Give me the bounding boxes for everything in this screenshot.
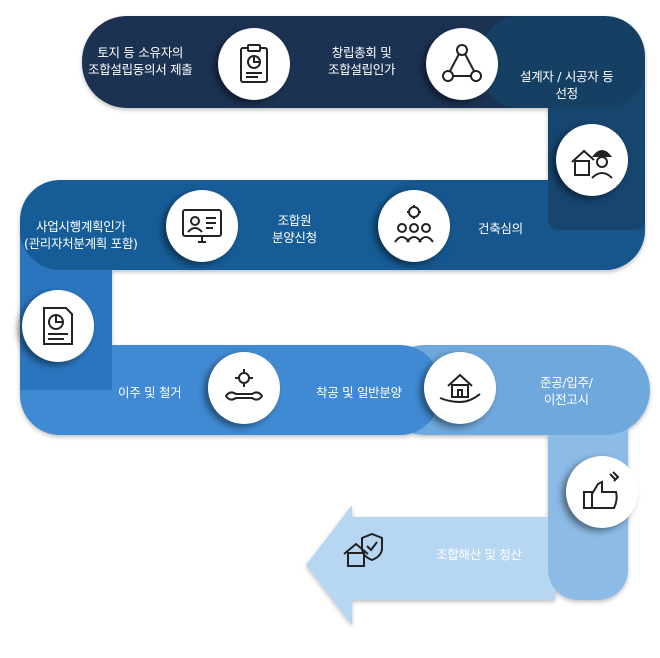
road-segment-row-1-right [480, 16, 645, 108]
step-9-label: 준공/입주/이전고시 [540, 375, 593, 407]
wrench-gear-icon [208, 352, 280, 424]
architect-house-icon [556, 124, 628, 196]
documents-chart-icon [22, 290, 94, 362]
monitor-profile-icon [166, 190, 238, 262]
step-8-label: 착공 및 일반분양 [316, 385, 402, 400]
thumbs-up-wrench-icon [566, 456, 638, 528]
step-6-label: 사업시행계획인가(관리자처분계획 포함) [24, 219, 138, 251]
house-hand-icon [424, 352, 496, 424]
network-people-icon [426, 28, 498, 100]
step-7-label: 이주 및 철거 [118, 385, 182, 400]
house-shield-icon [328, 514, 400, 586]
step-10-label: 조합해산 및 청산 [436, 547, 522, 562]
clipboard-chart-icon [218, 28, 290, 100]
team-meeting-gear-icon [378, 190, 450, 262]
step-4-label: 건축심의 [478, 221, 523, 236]
